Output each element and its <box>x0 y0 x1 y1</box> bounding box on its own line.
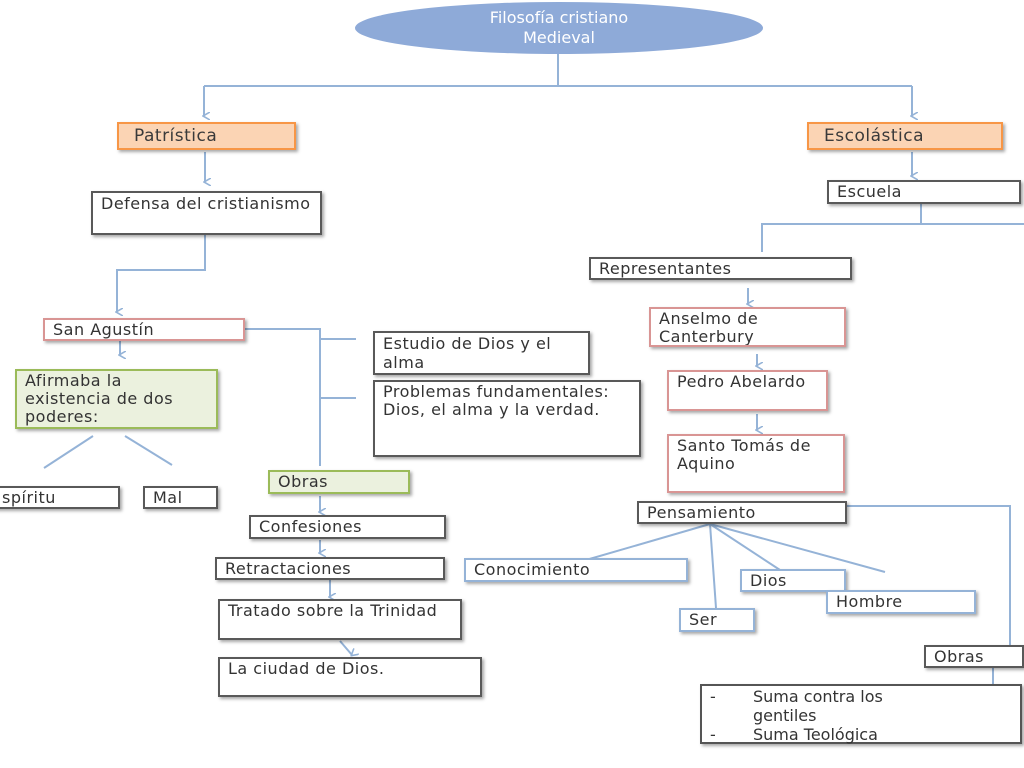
connector <box>43 435 173 469</box>
dualism-node: Afirmaba la existencia de dos poderes: <box>15 369 218 429</box>
title-node: Filosofía cristiano Medieval <box>355 2 763 54</box>
work-item-suma-contra: Suma contra los <box>708 687 1014 706</box>
connector <box>245 328 321 466</box>
thought-node: Pensamiento <box>637 501 847 524</box>
evil-node: Mal <box>143 486 218 509</box>
connector <box>204 54 912 87</box>
works-list-right: Suma contra los gentiles Suma Teológica <box>700 684 1022 744</box>
work-item-suma-contra-cont: gentiles <box>753 706 817 725</box>
connector-arrow <box>339 640 352 655</box>
representative-abelardo: Pedro Abelardo <box>667 370 828 411</box>
defense-node: Defensa del cristianismo <box>91 191 322 235</box>
problems-node: Problemas fundamentales: Dios, el alma y… <box>373 380 641 457</box>
patristica-heading: Patrística <box>117 122 296 150</box>
works-label-left: Obras <box>268 470 410 494</box>
representative-aquino: Santo Tomás de Aquino <box>667 434 845 493</box>
topic-conocimiento: Conocimiento <box>464 558 688 582</box>
san-agustin-node: San Agustín <box>43 318 245 341</box>
topic-hombre: Hombre <box>826 590 976 614</box>
connector <box>320 338 356 399</box>
representative-anselmo: Anselmo de Canterbury <box>649 307 846 347</box>
topic-dios: Dios <box>740 569 846 592</box>
connector <box>116 234 206 306</box>
work-item-ciudad: La ciudad de Dios. <box>218 657 482 697</box>
connector <box>585 523 886 609</box>
work-item-suma-teologica: Suma Teológica <box>708 725 1014 744</box>
connector <box>761 204 1024 252</box>
connector <box>846 505 1011 648</box>
works-label-right: Obras <box>924 645 1024 668</box>
work-item-retractaciones: Retractaciones <box>215 557 445 580</box>
representatives-node: Representantes <box>589 257 852 280</box>
work-item-trinidad: Tratado sobre la Trinidad <box>218 599 462 640</box>
escolastica-heading: Escolástica <box>807 122 1003 150</box>
work-item-confesiones: Confesiones <box>249 515 446 539</box>
spirit-node: spíritu <box>0 486 120 509</box>
school-node: Escuela <box>827 180 1021 204</box>
title-text: Filosofía cristiano Medieval <box>489 8 629 47</box>
topic-ser: Ser <box>679 608 755 632</box>
study-node: Estudio de Dios y el alma <box>373 331 590 375</box>
